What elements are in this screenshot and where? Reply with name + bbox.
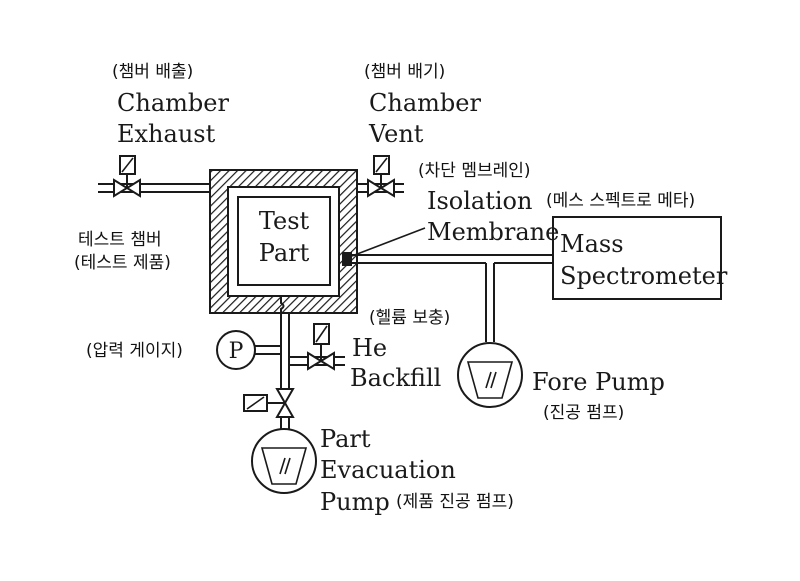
chamber-exhaust-label-line2: Exhaust bbox=[117, 120, 216, 148]
test-part-box bbox=[237, 196, 331, 286]
chamber-exhaust-korean-label: (챔버 배출) bbox=[112, 62, 193, 82]
part-evacuation-valve bbox=[243, 388, 295, 418]
mass-spectrometer-korean-label: (메스 스펙트로 메타) bbox=[546, 191, 695, 211]
fore-pump: Fore Pump (진공 펌프) bbox=[457, 342, 665, 423]
isolation-label-line1: Isolation bbox=[427, 187, 532, 215]
part-pump-label-line1: Part bbox=[320, 425, 371, 453]
chamber-vent-korean-label: (챔버 배기) bbox=[364, 62, 445, 82]
spectrometer-line bbox=[351, 227, 553, 342]
test-chamber-korean-label-line2: (테스트 제품) bbox=[74, 253, 171, 273]
backfill-label: Backfill bbox=[350, 364, 441, 392]
isolation-label-line2: Membrane bbox=[427, 218, 559, 246]
part-pump-label-line3: Pump bbox=[320, 488, 390, 516]
test-part-label-line2: Part bbox=[259, 239, 310, 267]
part-pump-korean-label: (제품 진공 펌프) bbox=[396, 492, 514, 512]
mass-spectrometer-label-line2: Spectrometer bbox=[560, 262, 728, 290]
evacuation-valve-icon bbox=[275, 388, 295, 406]
isolation-membrane-korean-label: (차단 멤브레인) bbox=[418, 161, 531, 181]
test-chamber-korean-label-line1: 테스트 챔버 bbox=[78, 230, 162, 250]
pressure-gauge-icon bbox=[216, 330, 256, 370]
fore-pump-korean-label: (진공 펌프) bbox=[543, 403, 624, 423]
mass-spectrometer-label-line1: Mass bbox=[560, 230, 624, 258]
chamber-exhaust-label-line1: Chamber bbox=[117, 89, 229, 117]
pressure-gauge-korean-label: (압력 게이지) bbox=[86, 341, 183, 361]
mass-spectrometer: Mass Spectrometer bbox=[552, 216, 728, 300]
part-pump-label-line2: Evacuation bbox=[320, 456, 456, 484]
helium-backfill-korean-label: (헬륨 보충) bbox=[369, 308, 450, 328]
chamber-exhaust-line bbox=[98, 155, 210, 198]
part-evacuation-pump: Part Evacuation Pump (제품 진공 펌프) bbox=[251, 425, 514, 516]
isolation-membrane bbox=[342, 252, 352, 266]
chamber-vent-label-line2: Vent bbox=[368, 120, 424, 148]
fore-pump-label: Fore Pump bbox=[532, 368, 665, 396]
exhaust-valve-icon bbox=[113, 178, 129, 198]
vent-valve-icon bbox=[367, 178, 383, 198]
pressure-gauge: P bbox=[216, 330, 256, 370]
evacuation-line bbox=[255, 296, 345, 430]
test-chamber: Test Part bbox=[209, 169, 358, 314]
pressure-gauge-symbol: P bbox=[229, 339, 244, 364]
he-valve-icon bbox=[307, 351, 323, 371]
chamber-vent-line bbox=[357, 155, 404, 198]
he-backfill-valve: He Backfill bbox=[307, 323, 441, 392]
mass-spectrometer-box bbox=[552, 216, 722, 300]
test-part-label-line1: Test bbox=[259, 207, 310, 235]
chamber-vent-label-line1: Chamber bbox=[369, 89, 481, 117]
he-label: He bbox=[352, 334, 387, 362]
chamber-wall bbox=[209, 169, 358, 314]
